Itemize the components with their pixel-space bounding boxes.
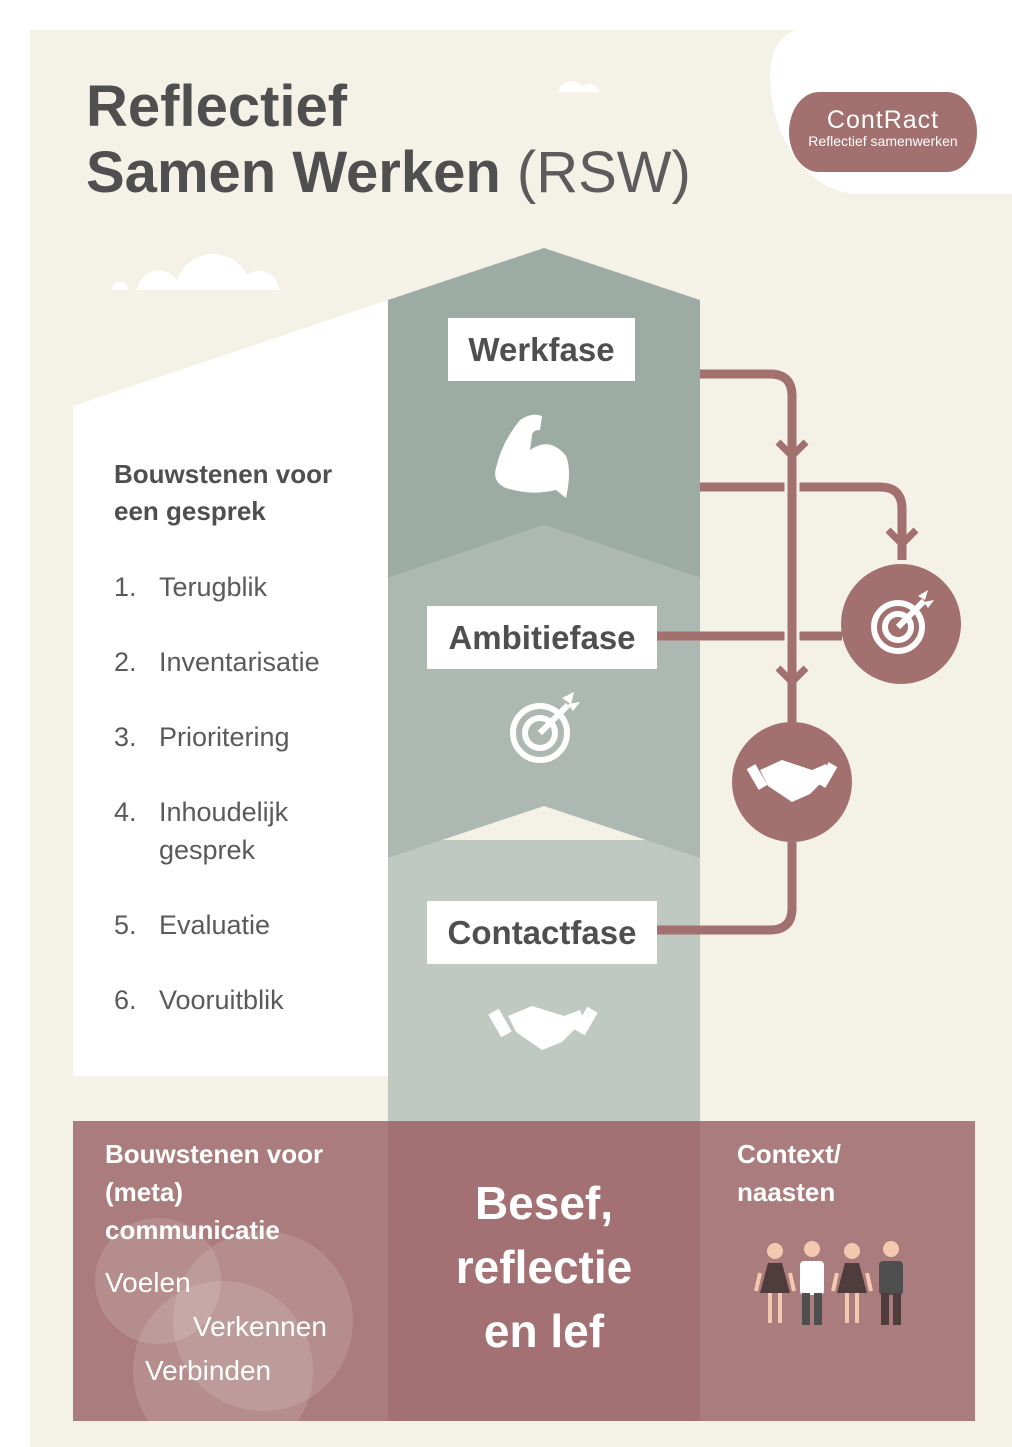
left-panel [73, 300, 388, 1076]
cloud-icon [558, 81, 600, 92]
title-line-2-bold: Samen Werken [86, 140, 501, 205]
page-title: Reflectief Samen Werken (RSW) [86, 74, 691, 206]
logo-subtitle: Reflectief samenwerken [808, 133, 958, 149]
target-icon [871, 598, 927, 654]
list-item: 2.Inventarisatie [114, 647, 320, 677]
people-group-icon [754, 1241, 903, 1325]
building-blocks-heading: Bouwstenen voor een gesprek [114, 459, 333, 526]
ambitiefase-band [388, 525, 700, 858]
crossing-gaps [784, 481, 800, 642]
besef-text: Besef, reflectie en lef [455, 1177, 633, 1357]
besef-panel: Besef, reflectie en lef [388, 1121, 700, 1421]
contract-logo: ContRact Reflectief samenwerken [789, 92, 977, 172]
target-icon [510, 702, 571, 763]
meta-communication-heading: Bouwstenen voor (meta) communicatie [105, 1139, 324, 1245]
title-line-1: Reflectief [86, 74, 348, 139]
flexed-arm-icon [495, 414, 569, 498]
list-item: 3.Prioritering [114, 722, 290, 752]
werkfase-label: Werkfase [448, 318, 635, 381]
contactfase-band [388, 840, 700, 1140]
contactfase-label: Contactfase [427, 901, 657, 964]
title-line-2: Samen Werken (RSW) [86, 140, 691, 206]
building-blocks-list: 1.Terugblik 2.Inventarisatie 3.Prioriter… [114, 568, 374, 1019]
handshake-icon [746, 760, 838, 802]
title-line-2-thin: (RSW) [516, 140, 691, 205]
list-item: 1.Terugblik [114, 572, 268, 602]
context-heading: Context/ naasten [737, 1139, 841, 1207]
meta-communication-panel: Bouwstenen voor (meta) communicatie Voel… [73, 1121, 388, 1421]
list-item: 6.Vooruitblik [114, 985, 284, 1015]
list-item: 4.Inhoudelijk gesprek [114, 797, 289, 865]
list-item: 5.Evaluatie [114, 910, 271, 940]
cloud-icon [112, 254, 279, 290]
ambitiefase-label: Ambitiefase [427, 606, 657, 669]
handshake-icon [488, 1006, 598, 1050]
verkennen-label: Verkennen [193, 1311, 327, 1342]
context-panel: Context/ naasten [700, 1121, 975, 1421]
logo-name: ContRact [826, 106, 940, 134]
connector-lines [656, 369, 907, 935]
voelen-label: Voelen [105, 1267, 191, 1298]
verbinden-label: Verbinden [145, 1355, 272, 1386]
overlapping-circles [95, 1218, 353, 1421]
arrow-heads [775, 439, 919, 687]
